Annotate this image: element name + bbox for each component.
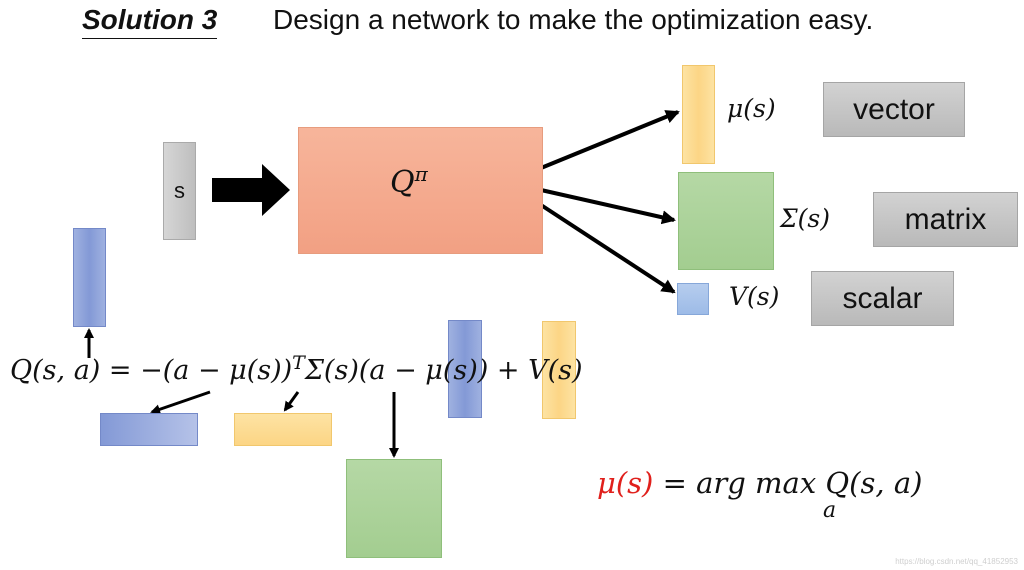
sigma-block-below <box>346 459 442 558</box>
q-output-block <box>73 228 106 327</box>
a-row-block <box>100 413 198 446</box>
scalar-tag: scalar <box>811 271 954 326</box>
arrow-mu-down <box>283 391 300 412</box>
argmax-lhs: μ(s) <box>597 466 654 500</box>
v-scalar-block <box>677 283 709 315</box>
argmax-rhs: Q(s, a) <box>825 466 923 500</box>
input-arrow <box>212 164 290 216</box>
solution-label: Solution 3 <box>82 2 218 39</box>
mu-vector-block <box>682 65 715 164</box>
footer-watermark: https://blog.csdn.net/qq_41852953 <box>895 557 1018 566</box>
slide-heading: Design a network to make the optimizatio… <box>273 4 874 35</box>
matrix-tag: matrix <box>873 192 1018 247</box>
arrow-to-sigma <box>540 188 676 225</box>
mu-column-block <box>542 321 576 419</box>
argmax-equation: μ(s) = arg max Q(s, a) <box>597 466 922 500</box>
arrow-to-v <box>539 203 676 294</box>
input-block: s <box>163 142 196 240</box>
q-network-label: Qπ <box>390 162 428 200</box>
mu-symbol: μ(s) <box>727 94 776 123</box>
sigma-matrix-block <box>678 172 774 270</box>
q-network-block <box>298 127 543 254</box>
sigma-symbol: Σ(s) <box>780 204 831 233</box>
arrow-a-down <box>150 390 211 415</box>
argmax-subscript: a <box>823 498 837 523</box>
input-label: s <box>174 178 185 203</box>
arrow-to-mu <box>540 110 680 170</box>
vector-tag: vector <box>823 82 965 137</box>
mu-row-block <box>234 413 332 446</box>
a-column-block <box>448 320 482 418</box>
v-symbol: V(s) <box>729 282 780 311</box>
argmax-operator: = arg max <box>662 466 817 500</box>
q-equation: Q(s, a) = −(a − μ(s))TΣ(s)(a − μ(s)) + V… <box>10 352 583 386</box>
